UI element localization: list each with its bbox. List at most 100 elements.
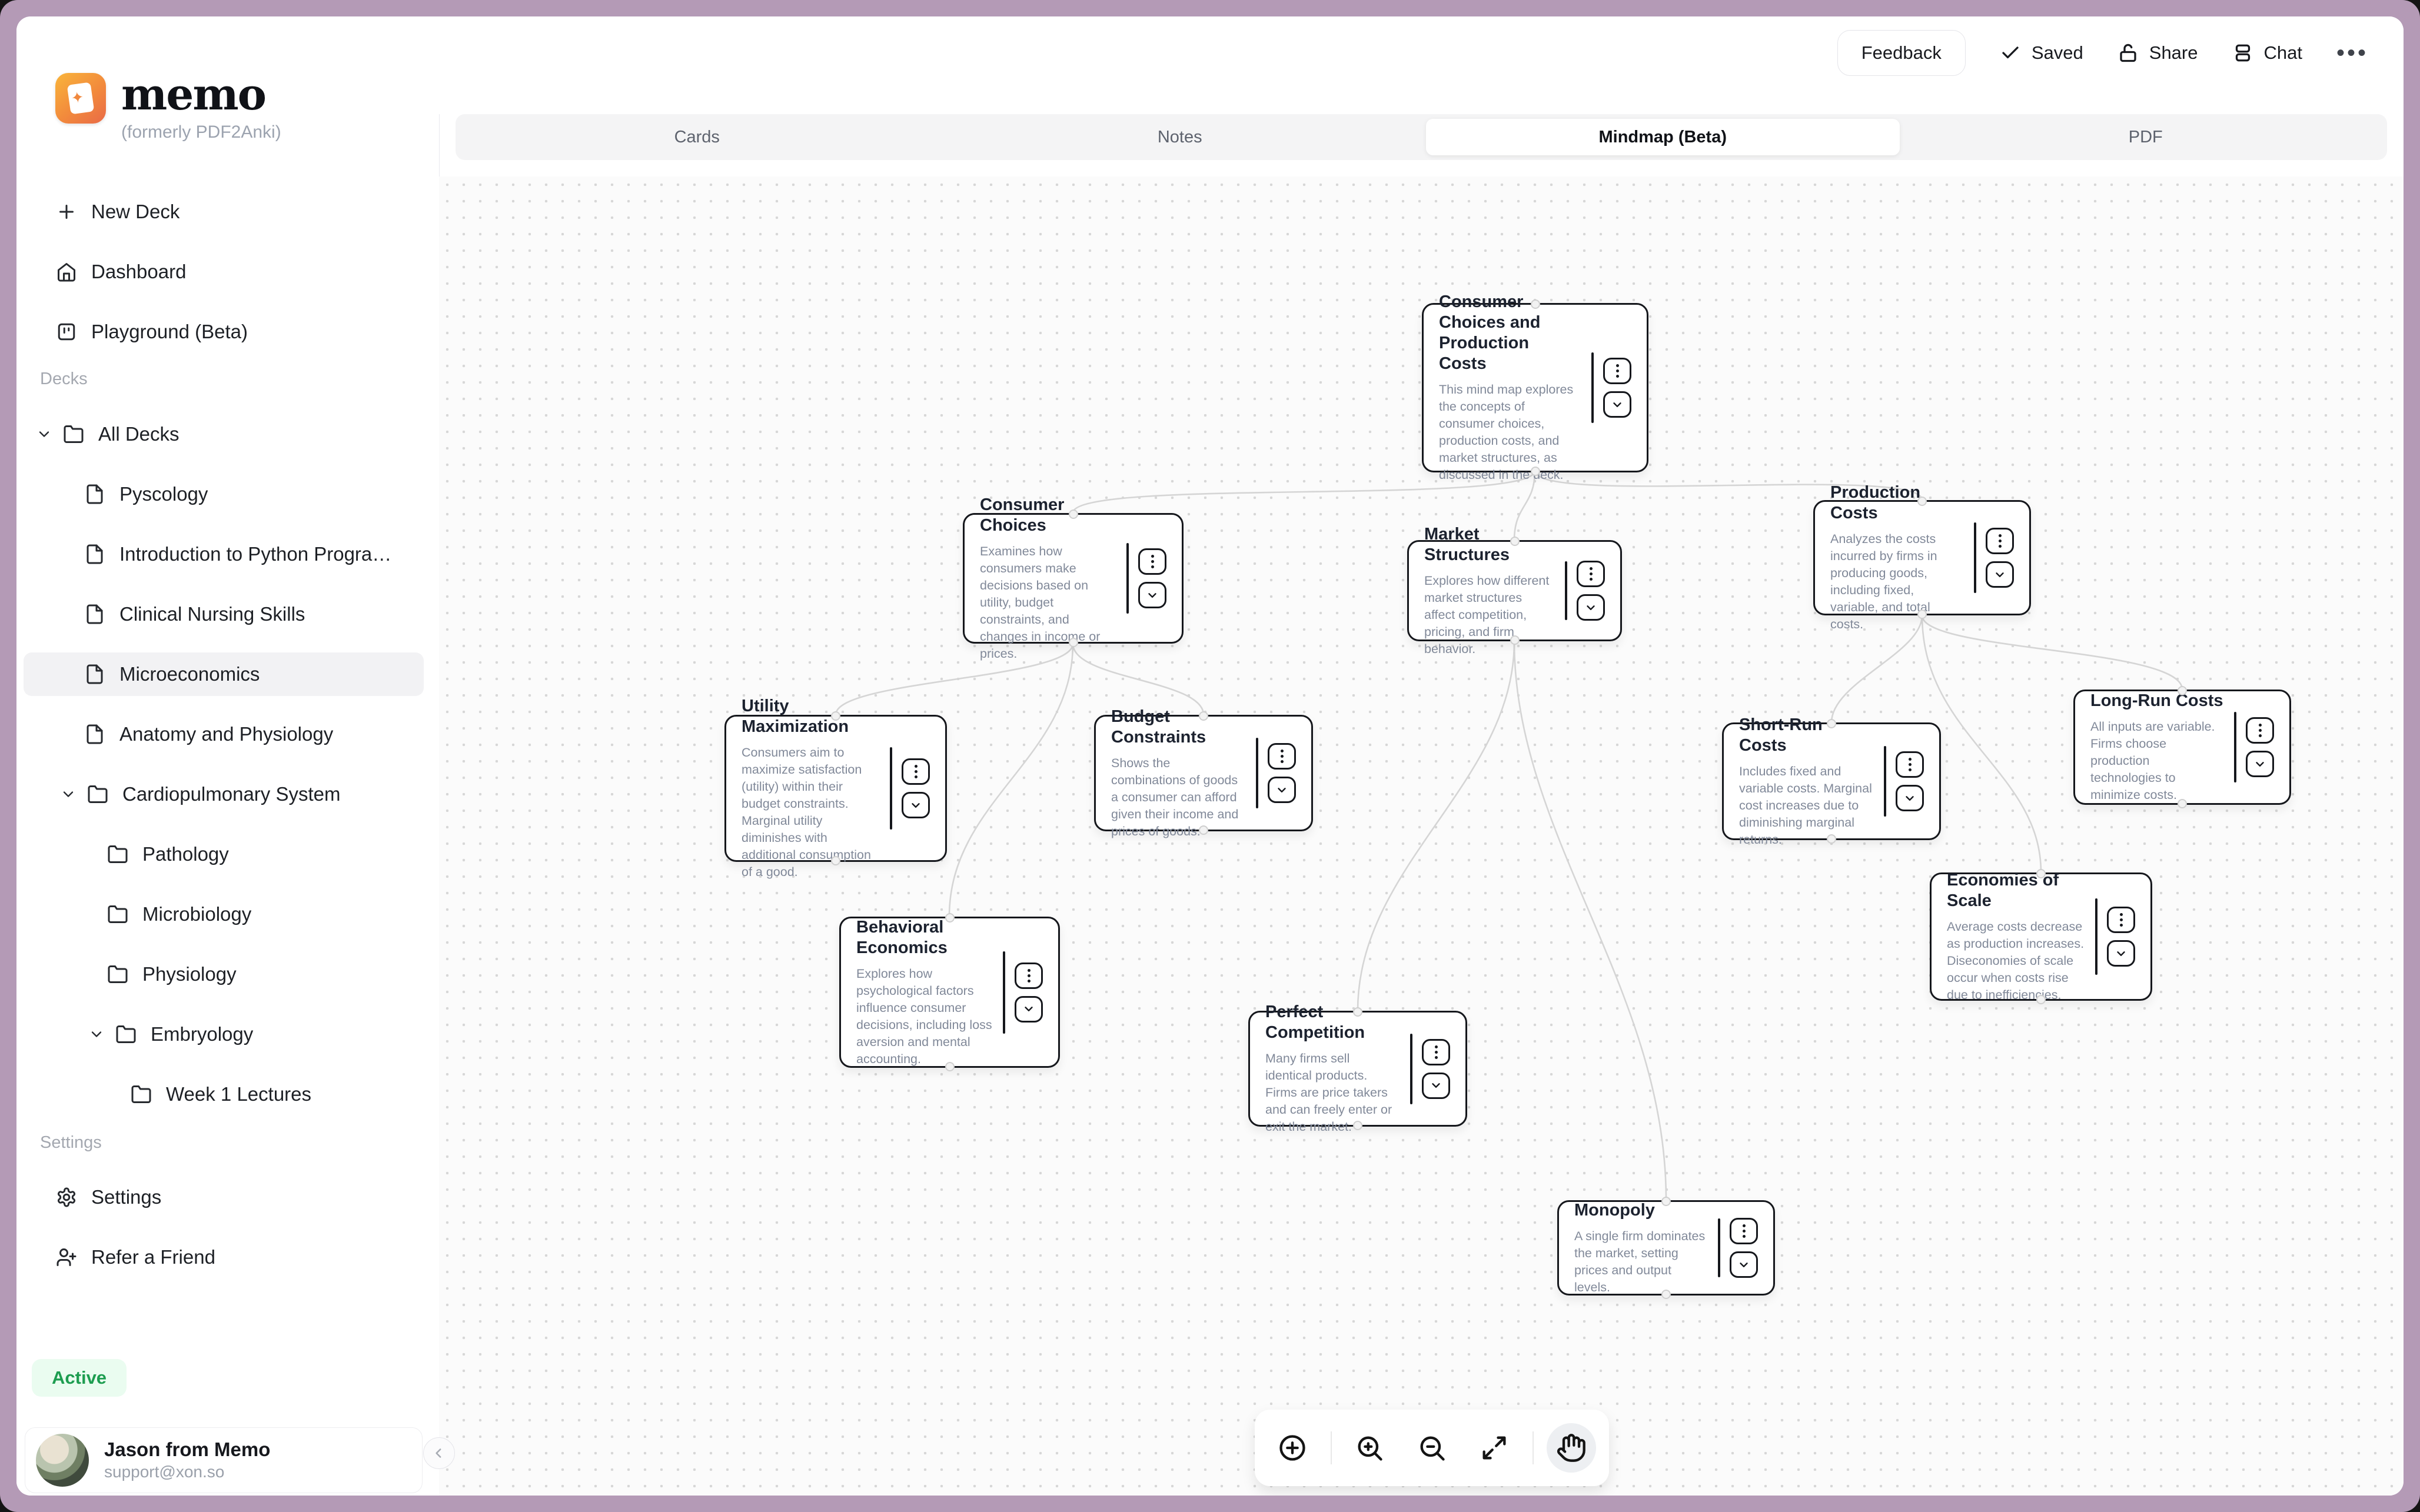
node-handle-bottom[interactable] — [1068, 638, 1078, 647]
mindmap-node-budget-constraints[interactable]: Budget Constraints Shows the combination… — [1094, 707, 1313, 838]
node-collapse-button[interactable] — [1896, 785, 1924, 811]
node-handle-bottom[interactable] — [1199, 825, 1208, 835]
node-collapse-button[interactable] — [2107, 940, 2135, 967]
node-handle-bottom[interactable] — [1917, 610, 1927, 619]
sidebar-collapse-button[interactable] — [423, 1437, 455, 1469]
node-collapse-button[interactable] — [1015, 995, 1043, 1023]
sidebar-item-refer-a-friend[interactable]: Refer a Friend — [24, 1235, 424, 1279]
node-handle-top[interactable] — [1199, 711, 1208, 721]
node-menu-button[interactable] — [1138, 548, 1166, 575]
node-handle-top[interactable] — [2036, 869, 2046, 878]
sidebar-item-playground[interactable]: Playground (Beta) — [24, 310, 424, 354]
tab-mindmap[interactable]: Mindmap (Beta) — [1598, 127, 1727, 146]
mindmap-node-consumer-choices[interactable]: Consumer Choices Examines how consumers … — [963, 495, 1184, 661]
fit-view-button[interactable] — [1470, 1423, 1519, 1473]
sidebar-item-pyscology[interactable]: Pyscology — [24, 472, 424, 516]
mindmap-node-production-costs[interactable]: Production Costs Analyzes the costs incu… — [1813, 483, 2031, 631]
mindmap-node-market-structures[interactable]: Market Structures Explores how different… — [1407, 525, 1622, 656]
zoom-out-button[interactable] — [1407, 1423, 1457, 1473]
node-menu-button[interactable] — [902, 758, 930, 785]
node-menu-button[interactable] — [1986, 528, 2014, 554]
chevron-down-icon — [1432, 1083, 1440, 1088]
node-menu-button[interactable] — [1896, 751, 1924, 778]
node-handle-top[interactable] — [1530, 299, 1540, 309]
node-handle-top[interactable] — [945, 913, 955, 922]
node-collapse-button[interactable] — [1986, 561, 2014, 588]
sidebar-item-week1-lectures[interactable]: Week 1 Lectures — [24, 1073, 424, 1116]
node-handle-top[interactable] — [1510, 537, 1520, 546]
more-options-button[interactable]: ••• — [2336, 40, 2368, 66]
pan-tool-button[interactable] — [1546, 1423, 1596, 1473]
node-handle-top[interactable] — [1661, 1197, 1671, 1206]
mindmap-node-behavioral-economics[interactable]: Behavioral Economics Explores how psycho… — [839, 913, 1060, 1071]
node-menu-button[interactable] — [1603, 358, 1631, 384]
sidebar-item-new-deck[interactable]: New Deck — [24, 190, 424, 234]
node-handle-top[interactable] — [1068, 509, 1078, 519]
tab-pdf[interactable]: PDF — [2128, 127, 2163, 146]
tab-cards[interactable]: Cards — [674, 127, 720, 146]
node-handle-top[interactable] — [1827, 719, 1836, 728]
node-collapse-button[interactable] — [1603, 391, 1631, 418]
tab-notes[interactable]: Notes — [1157, 127, 1202, 146]
zoom-in-button[interactable] — [1345, 1423, 1394, 1473]
chevron-down-icon[interactable] — [60, 786, 77, 802]
sidebar-item-clinical-nursing[interactable]: Clinical Nursing Skills — [24, 592, 424, 636]
mindmap-node-utility-maximization[interactable]: Utility Maximization Consumers aim to ma… — [724, 697, 947, 879]
node-handle-bottom[interactable] — [2036, 995, 2046, 1004]
sidebar-item-embryology[interactable]: Embryology — [24, 1013, 424, 1056]
sidebar-item-settings[interactable]: Settings — [24, 1175, 424, 1219]
node-description: A single firm dominates the market, sett… — [1574, 1228, 1706, 1294]
node-handle-top[interactable] — [1353, 1007, 1362, 1017]
node-menu-button[interactable] — [1577, 561, 1605, 587]
sidebar-item-intro-python[interactable]: Introduction to Python Progra… — [24, 532, 424, 576]
sidebar-item-microeconomics[interactable]: Microeconomics — [24, 652, 424, 696]
node-menu-button[interactable] — [1730, 1218, 1758, 1244]
node-handle-top[interactable] — [2178, 686, 2187, 695]
node-handle-bottom[interactable] — [1530, 467, 1540, 476]
mindmap-node-perfect-competition[interactable]: Perfect Competition Many firms sell iden… — [1248, 1003, 1467, 1134]
node-handle-bottom[interactable] — [1827, 834, 1836, 844]
node-collapse-button[interactable] — [902, 792, 930, 818]
node-title: Long-Run Costs — [2090, 691, 2223, 710]
sidebar-item-all-decks[interactable]: All Decks — [24, 412, 424, 456]
share-button[interactable]: Share — [2118, 42, 2198, 64]
mindmap-node-economies-of-scale[interactable]: Economies of Scale Average costs decreas… — [1930, 869, 2152, 1004]
node-handle-bottom[interactable] — [1661, 1290, 1671, 1299]
node-handle-bottom[interactable] — [2178, 799, 2187, 808]
sidebar-item-cardiopulmonary[interactable]: Cardiopulmonary System — [24, 772, 424, 816]
node-handle-bottom[interactable] — [1353, 1121, 1362, 1130]
chevron-down-icon[interactable] — [36, 426, 52, 442]
feedback-button[interactable]: Feedback — [1837, 30, 1966, 76]
node-handle-top[interactable] — [1917, 497, 1927, 506]
node-collapse-button[interactable] — [1138, 582, 1166, 608]
sidebar-item-pathology[interactable]: Pathology — [24, 832, 424, 876]
sidebar-item-microbiology[interactable]: Microbiology — [24, 892, 424, 936]
node-collapse-button[interactable] — [1730, 1251, 1758, 1278]
node-collapse-button[interactable] — [1577, 594, 1605, 621]
node-menu-button[interactable] — [2107, 907, 2135, 933]
chevron-down-icon[interactable] — [88, 1026, 105, 1043]
node-collapse-button[interactable] — [1422, 1072, 1450, 1099]
node-handle-bottom[interactable] — [1510, 635, 1520, 645]
add-node-button[interactable] — [1268, 1423, 1317, 1473]
mindmap-node-monopoly[interactable]: Monopoly A single firm dominates the mar… — [1557, 1197, 1775, 1299]
node-handle-top[interactable] — [831, 711, 840, 721]
saved-indicator[interactable]: Saved — [2000, 42, 2083, 64]
mindmap-node-root[interactable]: Consumer Choices and Production Costs Th… — [1422, 292, 1648, 482]
sidebar-item-anatomy-physiology[interactable]: Anatomy and Physiology — [24, 712, 424, 756]
chat-button[interactable]: Chat — [2232, 42, 2302, 64]
node-collapse-button[interactable] — [1268, 777, 1296, 803]
node-menu-button[interactable] — [1422, 1038, 1450, 1065]
mindmap-canvas[interactable]: Consumer Choices and Production Costs Th… — [439, 176, 2404, 1496]
node-collapse-button[interactable] — [2246, 751, 2274, 777]
sidebar-item-dashboard[interactable]: Dashboard — [24, 250, 424, 294]
node-handle-bottom[interactable] — [945, 1062, 955, 1071]
node-handle-bottom[interactable] — [831, 856, 840, 865]
mindmap-node-short-run-costs[interactable]: Short-Run Costs Includes fixed and varia… — [1722, 715, 1941, 847]
node-menu-button[interactable] — [1268, 743, 1296, 770]
sidebar-item-physiology[interactable]: Physiology — [24, 953, 424, 996]
mindmap-node-long-run-costs[interactable]: Long-Run Costs All inputs are variable. … — [2073, 686, 2291, 808]
node-menu-button[interactable] — [2246, 717, 2274, 744]
node-menu-button[interactable] — [1015, 962, 1043, 989]
user-card[interactable]: Jason from Memo support@xon.so — [25, 1427, 423, 1493]
